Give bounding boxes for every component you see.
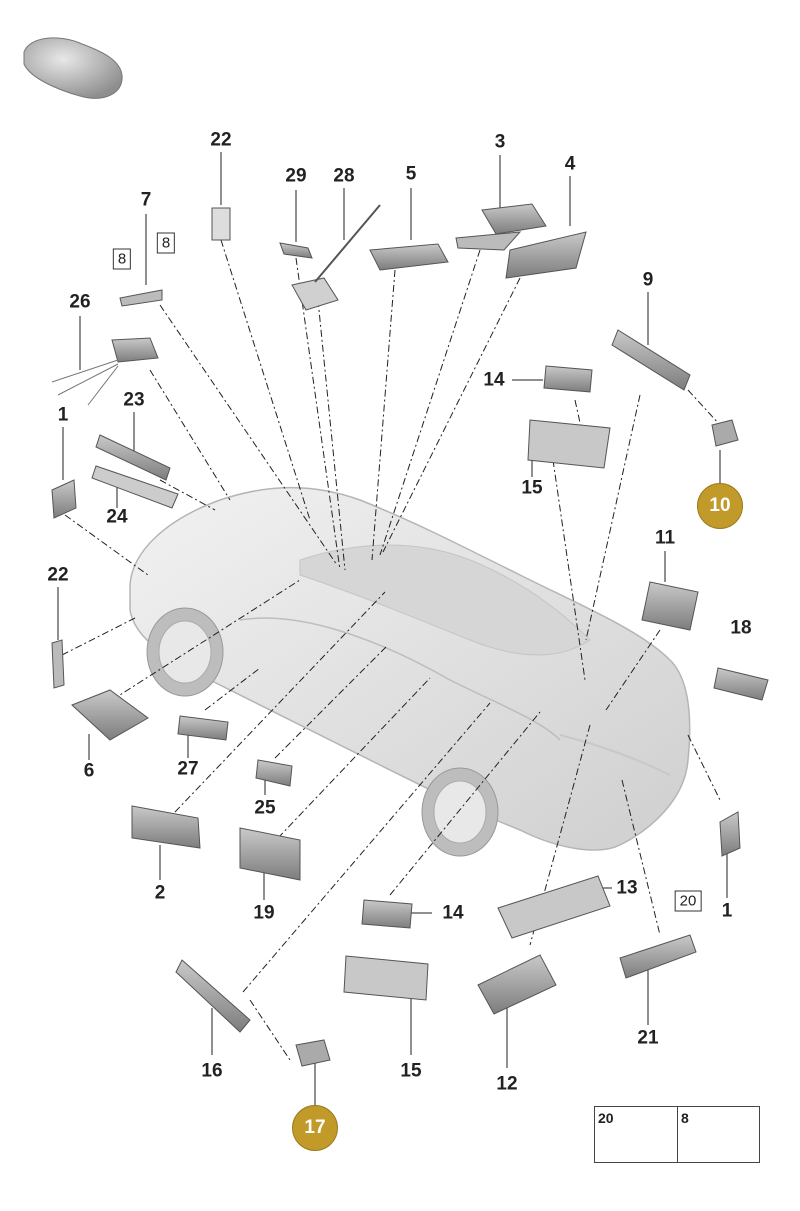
callout-21: 21 [637, 1027, 659, 1049]
callout-29: 29 [285, 165, 307, 187]
callout-23: 23 [123, 389, 145, 411]
callout-12: 12 [496, 1073, 518, 1095]
callout-14-lower: 14 [442, 902, 464, 924]
part-28 [291, 277, 339, 311]
legend-label-8: 8 [681, 1110, 689, 1126]
part-14-lower [361, 899, 413, 929]
part-13 [497, 875, 611, 939]
callout-14-upper: 14 [483, 369, 505, 391]
callout-13: 13 [616, 877, 638, 899]
callout-18: 18 [730, 617, 752, 639]
callout-6: 6 [83, 760, 95, 782]
callout-15-upper: 15 [521, 477, 543, 499]
part-16 [175, 959, 251, 1033]
callout-7: 7 [140, 189, 152, 211]
part-12 [477, 954, 557, 1015]
part-2 [131, 805, 201, 849]
part-4 [505, 231, 587, 279]
callout-11: 11 [654, 527, 676, 549]
callout-15-lower: 15 [400, 1060, 422, 1082]
vehicle-body [129, 486, 691, 857]
part-15-lower [343, 955, 429, 1001]
part-1-right [719, 811, 741, 857]
callout-2: 2 [154, 882, 166, 904]
callout-1-left: 1 [57, 404, 69, 426]
callout-22-left: 22 [47, 564, 69, 586]
callout-16: 16 [201, 1060, 223, 1082]
part-6 [71, 689, 149, 741]
part-25 [255, 759, 293, 787]
car-thumbnail-icon [23, 37, 123, 99]
part-15-upper [527, 419, 611, 469]
callout-highlight-10[interactable]: 10 [697, 483, 743, 529]
callout-19: 19 [253, 902, 275, 924]
part-18 [713, 667, 769, 701]
callout-28: 28 [333, 165, 355, 187]
part-29 [279, 242, 313, 259]
fastener-legend: 20 8 [594, 1106, 760, 1163]
legend-label-20: 20 [598, 1110, 614, 1126]
callout-25: 25 [254, 797, 276, 819]
part-24 [91, 465, 179, 509]
callout-22-top: 22 [210, 129, 232, 151]
part-14-upper [543, 365, 593, 393]
part-11 [641, 581, 699, 631]
callout-highlight-17[interactable]: 17 [292, 1105, 338, 1151]
part-26 [111, 337, 159, 363]
part-1-left [51, 479, 77, 519]
part-9 [611, 329, 691, 391]
callout-4: 4 [564, 153, 576, 175]
part-3 [481, 203, 547, 235]
part-23 [95, 434, 171, 481]
callout-1-right: 1 [721, 900, 733, 922]
callout-5: 5 [405, 163, 417, 185]
part-21 [619, 934, 697, 979]
callout-boxed-8-left: 8 [112, 248, 132, 270]
callout-26: 26 [69, 291, 91, 313]
callout-27: 27 [177, 758, 199, 780]
part-22-lower [51, 639, 65, 689]
part-19 [239, 827, 301, 881]
callout-24: 24 [106, 506, 128, 528]
callout-boxed-20: 20 [674, 890, 702, 912]
callout-3: 3 [494, 131, 506, 153]
part-27 [177, 715, 229, 741]
part-5 [369, 243, 449, 271]
part-shapes [51, 203, 769, 1067]
legend-divider [677, 1107, 678, 1162]
callout-9: 9 [642, 269, 654, 291]
part-22-upper [211, 207, 231, 241]
part-7 [119, 289, 163, 307]
callout-boxed-8-right: 8 [156, 232, 176, 254]
